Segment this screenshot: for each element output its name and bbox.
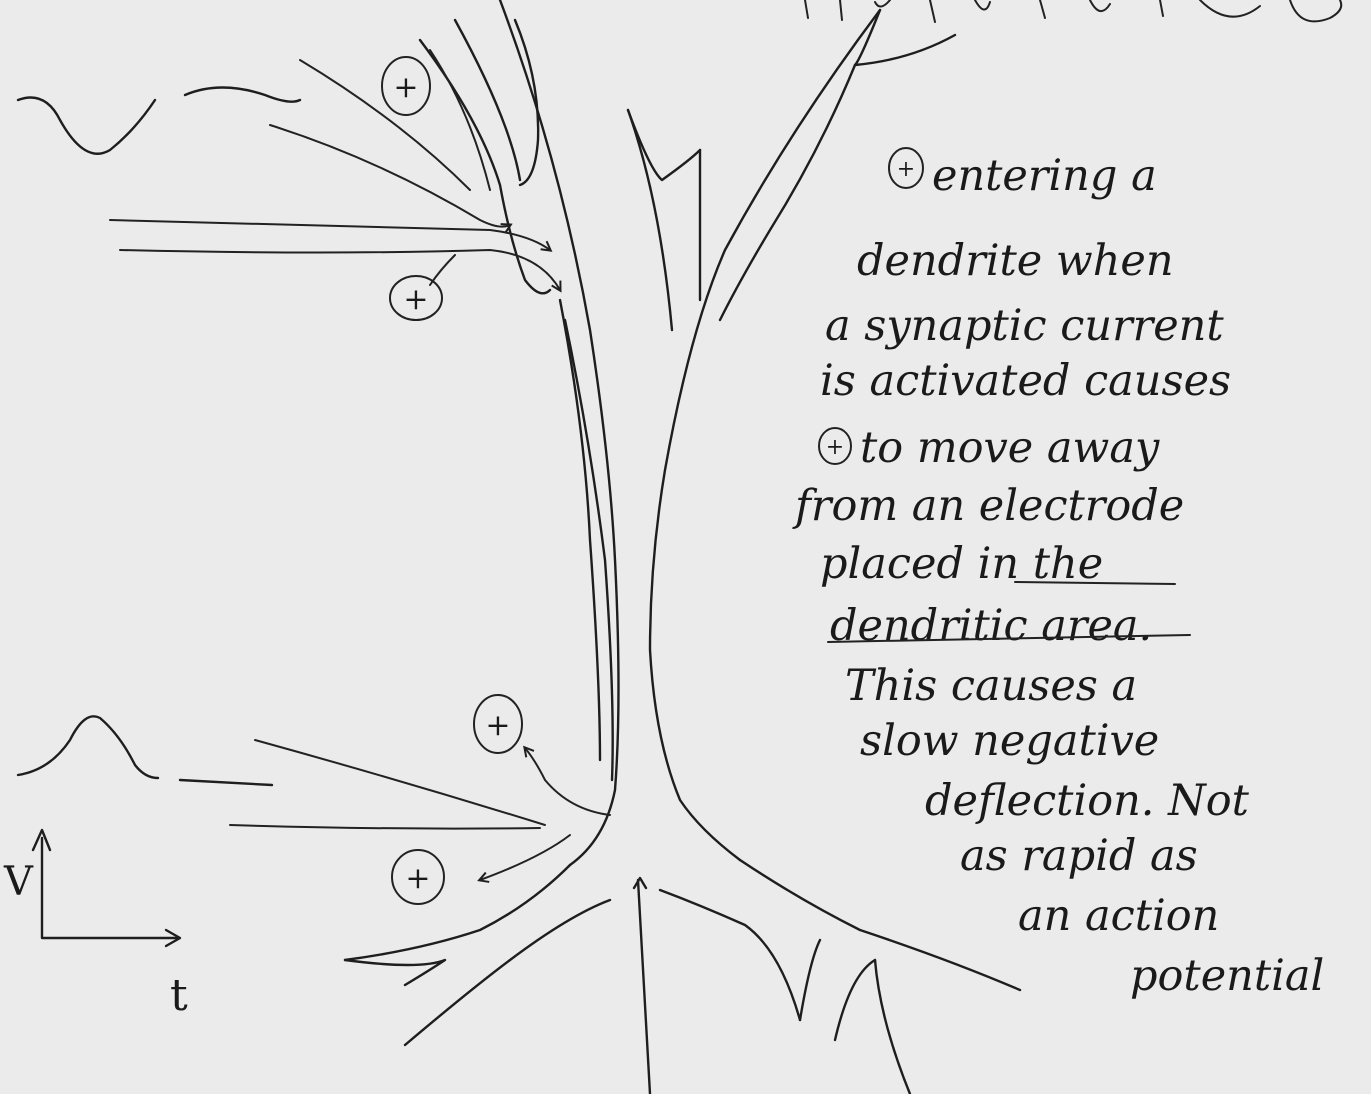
charge-marker-label: + [405, 861, 430, 896]
charge-marker: + [889, 148, 923, 188]
synaptic-input-lines-top [110, 50, 560, 290]
note-line: placed in the [820, 539, 1103, 589]
charge-marker: + [390, 276, 442, 320]
charge-marker-label: + [485, 708, 510, 743]
axis-label-t: t [170, 970, 188, 1021]
note-line: deflection. Not [925, 776, 1250, 826]
note-line: from an electrode [792, 481, 1184, 531]
charge-marker-label: + [826, 435, 844, 460]
charge-marker: + [474, 695, 522, 753]
charge-marker-label: + [403, 282, 428, 317]
synaptic-input-lines-bottom [230, 740, 610, 880]
axis-label-v: V [3, 859, 34, 905]
note-line: slow negative [860, 716, 1159, 766]
note-line: potential [1130, 951, 1324, 1001]
charge-marker: + [392, 850, 444, 904]
charge-marker-label: + [897, 157, 915, 182]
handwritten-note: entering a dendrite when a synaptic curr… [792, 151, 1324, 1001]
top-edge-scribble [805, 0, 1341, 22]
note-line: dendritic area. [830, 601, 1152, 651]
charge-marker: + [819, 428, 851, 464]
action-potential-waveform [18, 716, 272, 785]
note-line: entering a [932, 151, 1157, 201]
note-line: is activated causes [820, 356, 1231, 406]
note-line: as rapid as [960, 831, 1198, 881]
note-line: an action [1018, 891, 1219, 941]
note-line: dendrite when [857, 236, 1174, 286]
charge-marker: + [382, 57, 430, 115]
charge-marker-label: + [393, 70, 418, 105]
v-t-axes [33, 830, 180, 946]
note-line: to move away [860, 423, 1160, 473]
negative-deflection-waveform [18, 88, 300, 154]
note-line: This causes a [845, 661, 1137, 711]
note-line: a synaptic current [825, 301, 1224, 351]
